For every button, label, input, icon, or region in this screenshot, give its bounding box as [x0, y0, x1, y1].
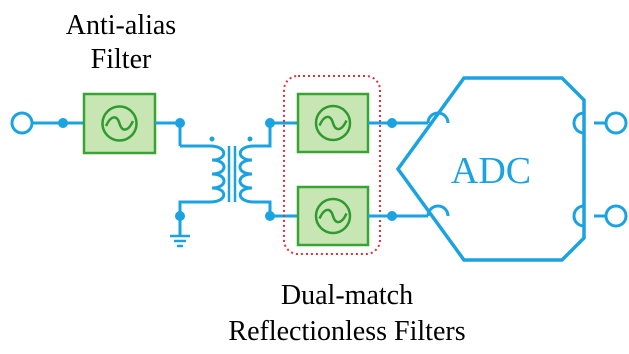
reflectionless-filter-bottom	[296, 185, 370, 247]
reflectionless-filter-bottom-tilde-icon	[318, 208, 348, 224]
adc-output-terminal-bottom-icon	[604, 204, 628, 228]
secondary-top-junction-dot	[265, 118, 275, 128]
anti-alias-label-line1: Anti-alias	[66, 10, 176, 41]
adc-output-port-bottom-icon	[572, 204, 585, 228]
anti-alias-filter	[82, 92, 157, 155]
input-junction-dot	[58, 118, 68, 128]
reflectionless-filter-top-symbol-icon	[314, 104, 352, 142]
reflectionless-filter-top-tilde-icon	[318, 115, 348, 131]
transformer	[209, 136, 255, 204]
anti-alias-filter-symbol-icon	[101, 105, 138, 142]
secondary-top-wire	[254, 121, 298, 148]
ground-icon	[170, 234, 190, 248]
adc-outline	[395, 76, 586, 262]
filter-top-out-junction-dot	[387, 118, 397, 128]
transformer-secondary-dot	[247, 136, 253, 142]
adc-input-port-bottom-icon	[426, 204, 450, 217]
secondary-bottom-junction-dot	[265, 211, 275, 221]
dual-match-enclosure	[283, 75, 381, 255]
anti-alias-filter-tilde-icon	[104, 116, 135, 131]
input-port-icon	[10, 111, 34, 135]
transformer-primary-dot	[209, 136, 215, 142]
adc-input-port-top-icon	[426, 111, 450, 124]
dual-match-label-line1: Dual-match	[281, 280, 413, 311]
reflectionless-filter-bottom-symbol-icon	[314, 197, 352, 235]
anti-alias-label-line2: Filter	[91, 44, 152, 75]
adc-output-terminal-top-icon	[604, 111, 628, 135]
transformer-primary-coil	[209, 144, 226, 204]
adc-block: ADC	[395, 76, 586, 262]
reflectionless-filter-top	[296, 92, 370, 154]
dual-match-label-line2: Reflectionless Filters	[228, 316, 465, 347]
adc-label: ADC	[451, 150, 531, 192]
adc-output-port-top-icon	[572, 111, 585, 135]
filter-bottom-out-junction-dot	[387, 211, 397, 221]
transformer-secondary-coil	[238, 144, 255, 204]
secondary-bottom-wire	[254, 200, 298, 218]
